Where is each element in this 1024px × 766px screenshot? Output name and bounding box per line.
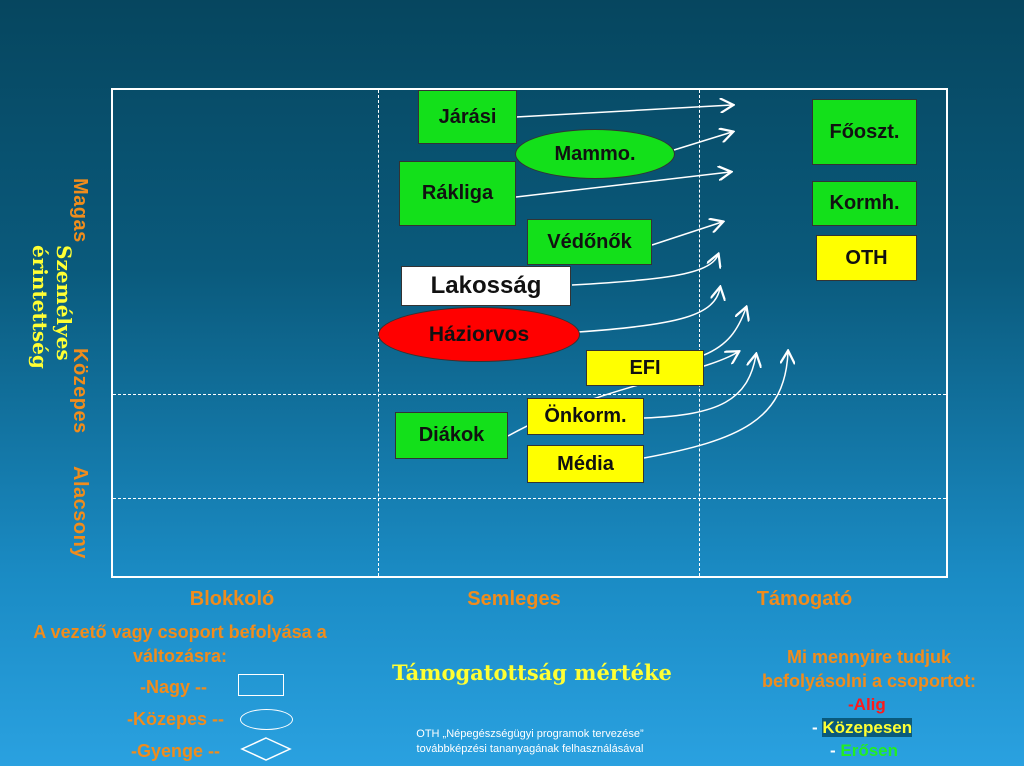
credit-line1: OTH „Népegészségügyi programok tervezése… xyxy=(416,728,644,740)
credit-line2: továbbképzési tananyagának felhasználásá… xyxy=(416,743,644,755)
right-legend-erosen: Erősen xyxy=(840,741,899,760)
node-haziorvos: Háziorvos xyxy=(378,307,580,362)
divider-kozepes xyxy=(113,394,946,395)
node-diakok: Diákok xyxy=(395,412,508,459)
arrow-jarasi xyxy=(515,105,732,118)
arrow-haziorvos xyxy=(577,288,720,333)
right-legend-kozepesen-row: - Közepesen xyxy=(812,718,913,738)
arrow-onkorm xyxy=(643,355,756,419)
x-level-semleges: Semleges xyxy=(467,588,561,610)
legend-nagy-label: -Nagy -- xyxy=(140,677,207,697)
x-level-tamogato: Támogató xyxy=(756,588,853,610)
node-media: Média xyxy=(527,445,644,483)
node-lakossag: Lakosság xyxy=(401,266,571,306)
credit: OTH „Népegészségügyi programok tervezése… xyxy=(380,727,680,757)
node-kormh: Kormh. xyxy=(812,181,917,226)
x-level-blokkolo: Blokkoló xyxy=(189,588,275,610)
arrow-rakliga xyxy=(515,172,730,198)
legend-rectangle-icon xyxy=(238,674,284,696)
legend-diamond-icon xyxy=(240,737,292,761)
divider-alacsony xyxy=(113,498,946,499)
arrow-lakossag xyxy=(571,255,718,286)
node-mammo: Mammo. xyxy=(515,129,675,179)
node-fooszt: Főoszt. xyxy=(812,99,917,165)
node-jarasi: Járási xyxy=(418,90,517,144)
node-oth: OTH xyxy=(816,235,917,281)
arrow-mammo xyxy=(673,132,732,151)
arrow-efi xyxy=(703,308,746,356)
node-rakliga: Rákliga xyxy=(399,161,516,226)
right-legend-dash-2: - xyxy=(830,741,841,760)
node-vedonok: Védőnők xyxy=(527,219,652,265)
legend-gyenge-label: -Gyenge -- xyxy=(131,741,221,761)
y-level-magas: Magas xyxy=(69,178,91,243)
right-legend-kozepesen: Közepesen xyxy=(822,718,913,737)
node-efi: EFI xyxy=(586,350,704,386)
legend-ellipse-icon xyxy=(240,709,293,730)
y-level-kozepes: Közepes xyxy=(69,348,91,434)
right-legend-erosen-row: - Erősen xyxy=(830,741,898,761)
arrow-vedonok xyxy=(651,222,722,246)
node-onkorm: Önkorm. xyxy=(527,398,644,435)
x-axis-title: Támogatottság mértéke xyxy=(392,660,672,685)
y-level-alacsony: Alacsony xyxy=(69,466,91,559)
divider-tamogato xyxy=(699,90,700,576)
right-legend-dash-1: - xyxy=(812,718,823,737)
legend-kozepes-label: -Közepes -- xyxy=(127,709,225,729)
right-legend-title: Mi mennyire tudjuk befolyásolni a csopor… xyxy=(761,647,977,691)
arrow-media xyxy=(643,352,788,459)
y-axis-title: Személyes érintettség xyxy=(28,245,76,369)
legend-title: A vezető vagy csoport befolyása a változ… xyxy=(33,622,327,666)
right-legend-alig: -Alig xyxy=(848,695,886,714)
